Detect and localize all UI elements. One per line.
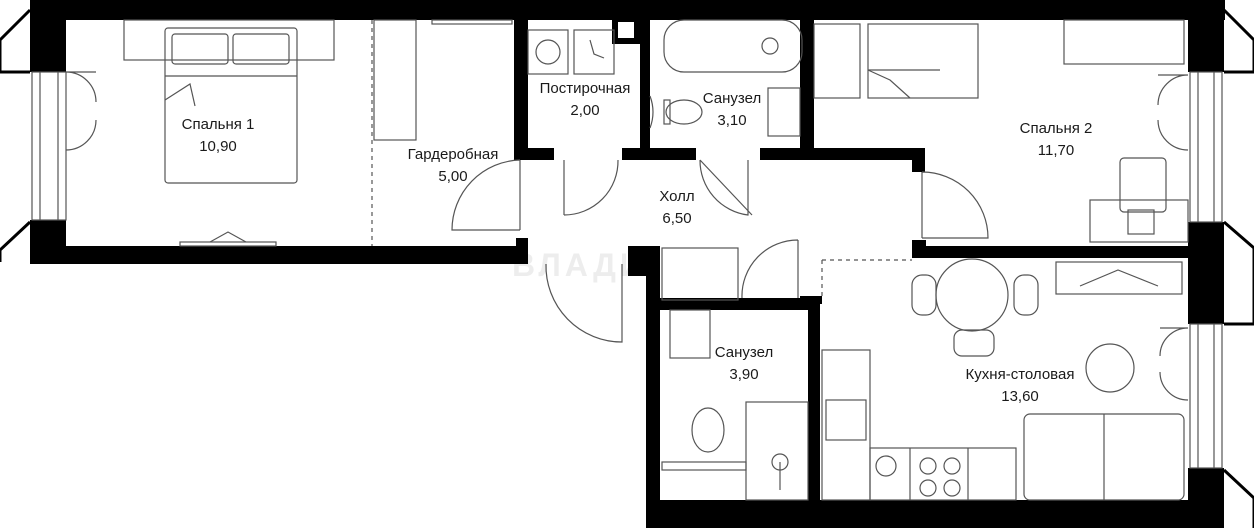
room-area: 5,00 xyxy=(438,168,468,185)
room-label-bedroom-2: Спальня 2 11,70 xyxy=(1020,118,1093,162)
watermark: ВЛАДИ xyxy=(512,247,647,283)
room-area: 11,70 xyxy=(1037,142,1075,159)
room-name: Гардеробная xyxy=(407,146,499,163)
room-name: Кухня-столовая xyxy=(965,366,1075,383)
room-name: Санузел xyxy=(714,344,774,361)
room-label-wardrobe: Гардеробная 5,00 xyxy=(408,144,499,188)
room-label-bedroom-1: Спальня 1 10,90 xyxy=(182,114,255,158)
doors xyxy=(371,20,989,343)
room-name: Постирочная xyxy=(539,80,631,97)
room-label-bathroom-2: Санузел 3,90 xyxy=(715,342,773,386)
room-area: 10,90 xyxy=(199,138,237,155)
walls xyxy=(30,0,1225,528)
room-area: 3,90 xyxy=(729,366,759,383)
room-label-bathroom-1: Санузел 3,10 xyxy=(703,88,761,132)
room-area: 6,50 xyxy=(662,210,692,227)
room-label-kitchen-dining: Кухня-столовая 13,60 xyxy=(966,364,1075,408)
room-name: Спальня 2 xyxy=(1019,120,1093,137)
room-label-laundry: Постирочная 2,00 xyxy=(540,78,631,122)
windows xyxy=(0,8,1254,528)
room-name: Спальня 1 xyxy=(181,116,255,133)
room-area: 3,10 xyxy=(717,112,747,129)
room-area: 2,00 xyxy=(570,102,600,119)
room-area: 13,60 xyxy=(1001,388,1039,405)
furniture xyxy=(123,19,1189,501)
room-name: Холл xyxy=(659,188,695,205)
room-name: Санузел xyxy=(702,90,762,107)
room-label-hall: Холл 6,50 xyxy=(659,186,694,230)
